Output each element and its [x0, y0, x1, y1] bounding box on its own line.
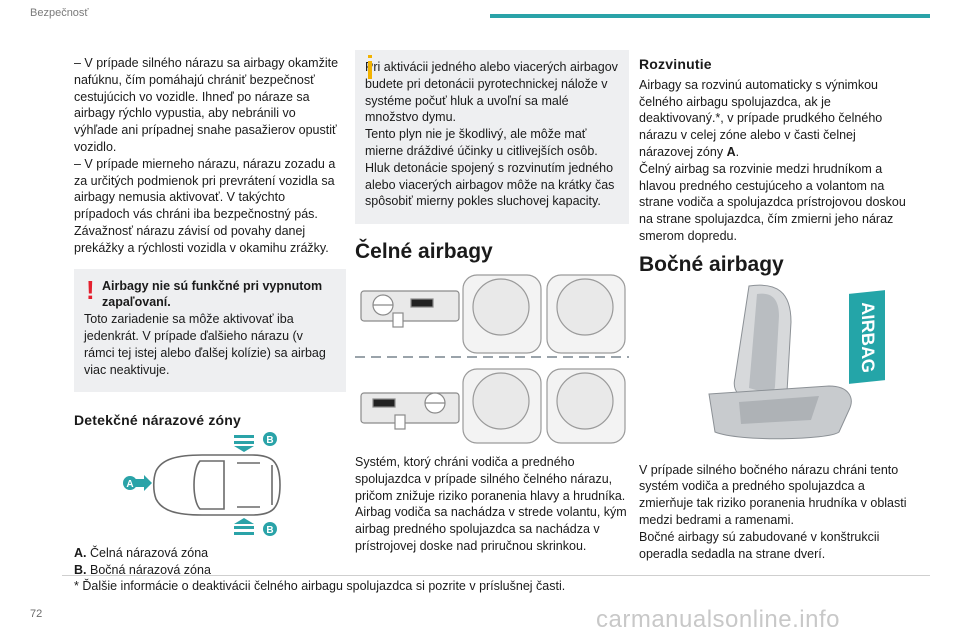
section-title: Bezpečnosť — [30, 7, 89, 19]
paragraph: Závažnosť nárazu závisí od povahy danej … — [74, 223, 329, 255]
zone-a-badge — [123, 476, 137, 491]
footnote-divider — [62, 575, 930, 576]
side-airbags-heading: Bočné airbagy — [639, 252, 784, 276]
airbag-tag-label: AIRBAG — [857, 299, 878, 374]
legend-a: A. Čelná nárazová zóna — [74, 545, 340, 562]
zone-a-label: A — [126, 479, 133, 490]
deploy-paragraph: Airbagy sa rozvinú automaticky s výnimko… — [639, 77, 883, 159]
page-number: 72 — [30, 608, 43, 620]
column-right: Rozvinutie Airbagy sa rozvinú automatick… — [639, 56, 907, 562]
side-airbag-illustration: AIRBAG — [639, 282, 907, 452]
occupant-airbag-icon — [462, 274, 626, 444]
legend-a-key: A. — [74, 546, 87, 561]
warning-icon: ! — [86, 274, 95, 305]
zones-heading: Detekčné nárazové zóny — [74, 412, 242, 429]
side-zone-arrows-bottom-icon — [234, 518, 254, 536]
impact-zones-diagram: B B A — [123, 432, 281, 537]
car-seat-icon — [708, 284, 852, 439]
info-icon — [368, 55, 372, 79]
legend-b-text: Bočná nárazová zóna — [89, 562, 211, 577]
deploy-heading: Rozvinutie — [639, 56, 712, 72]
column-left: – V prípade silného nárazu sa airbagy ok… — [74, 55, 346, 579]
legend-b-key: B. — [74, 562, 87, 577]
side-zone-arrows-top-icon — [234, 435, 254, 453]
car-top-view-icon — [152, 454, 281, 516]
info-box: Pri aktivácii jedného alebo viacerých ai… — [355, 50, 629, 225]
legend-b: B. Bočná nárazová zóna — [74, 562, 340, 579]
warning-box: ! Airbagy nie sú funkčné pri vypnutom za… — [74, 268, 346, 393]
footnote: * Ďalšie informácie o deaktivácii čelnéh… — [74, 579, 566, 593]
frontal-airbags-heading: Čelné airbagy — [355, 240, 493, 264]
watermark: carmanualsonline.info — [596, 606, 840, 633]
frontal-airbags-illustration — [355, 274, 629, 444]
side-airbag-text: V prípade silného bočného nárazu chráni … — [639, 462, 907, 527]
zone-b-label: B — [266, 525, 273, 536]
info-text: Pri aktivácii jedného alebo viacerých ai… — [365, 60, 618, 209]
paragraph: – V prípade silného nárazu sa airbagy ok… — [74, 56, 339, 154]
side-airbag-text-2: Bočné airbagy sú zabudované v konštrukci… — [639, 529, 880, 561]
legend-a-text: Čelná nárazová zóna — [89, 546, 209, 561]
deploy-paragraph-2: Čelný airbag sa rozvinie medzi hrudníkom… — [639, 161, 906, 243]
warning-text: Toto zariadenie sa môže aktivovať iba je… — [84, 312, 326, 377]
column-middle: Pri aktivácii jedného alebo viacerých ai… — [355, 50, 629, 555]
zone-b-badge — [263, 432, 277, 447]
front-zone-arrows-icon — [132, 475, 152, 492]
zone-b-label: B — [266, 435, 273, 446]
frontal-airbags-text: Systém, ktorý chráni vodiča a predného s… — [355, 454, 627, 553]
dashboard-driver-left-icon — [360, 290, 460, 328]
dashboard-driver-right-icon — [360, 392, 460, 430]
airbag-tag: AIRBAG — [849, 289, 885, 384]
warning-title: Airbagy nie sú funkčné pri vypnutom zapa… — [102, 278, 323, 310]
paragraph: – V prípade mierneho nárazu, nárazu zoza… — [74, 156, 336, 222]
header-accent-bar — [490, 14, 930, 18]
zone-b-badge — [263, 522, 277, 537]
